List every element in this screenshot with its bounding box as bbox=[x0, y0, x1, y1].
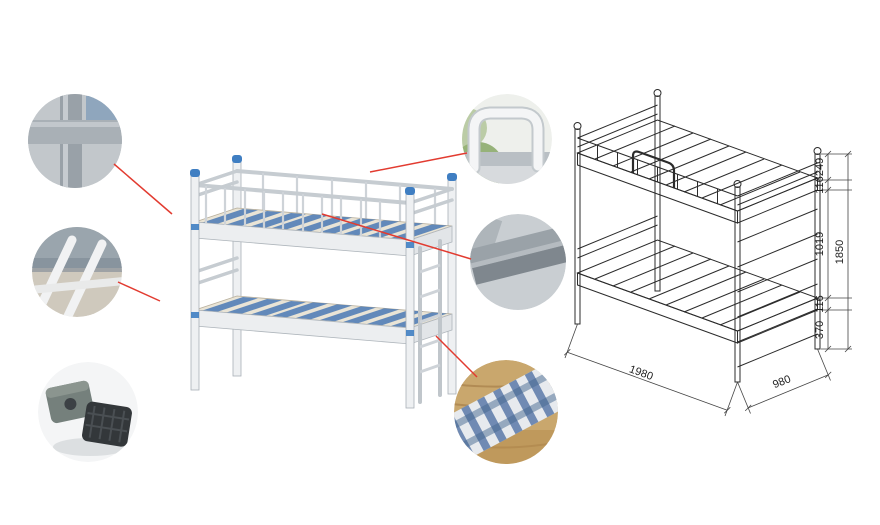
dim-overall-length: 1980 bbox=[627, 363, 654, 383]
drawing-upper-bunk bbox=[576, 119, 819, 224]
connector-line-bent-guardrail bbox=[369, 152, 468, 173]
dim-base-height: 370 bbox=[814, 321, 826, 339]
callout-corner-bracket-detail bbox=[470, 214, 566, 310]
bed-head-rails bbox=[193, 169, 239, 286]
callout-frame-joint-detail bbox=[28, 94, 122, 188]
dimension-lines-height bbox=[821, 150, 852, 353]
connector-line-frame-joint bbox=[113, 163, 173, 215]
dimension-lines-plan bbox=[564, 323, 832, 417]
callout-wood-slat-detail bbox=[454, 360, 558, 464]
callout-foot-pad-detail bbox=[38, 362, 138, 462]
drawing-ladder bbox=[737, 208, 818, 368]
dim-lower-frame-depth: 116 bbox=[814, 295, 826, 313]
technical-drawing: 249 116 1019 116 370 1850 1980 980 bbox=[564, 89, 852, 417]
bed-ladder bbox=[418, 239, 442, 404]
callout-end-rail-detail bbox=[32, 227, 122, 317]
dim-overall-width: 980 bbox=[771, 373, 793, 391]
dim-bunk-clearance: 1019 bbox=[814, 232, 826, 256]
connector-line-end-rail bbox=[117, 281, 161, 302]
foot-pad-hole bbox=[64, 397, 77, 410]
dim-upper-frame-depth: 116 bbox=[814, 176, 826, 194]
dim-overall-height: 1850 bbox=[834, 240, 846, 264]
connector-line-wood-slat bbox=[435, 335, 478, 378]
bed-foot-rails bbox=[408, 187, 454, 216]
drawing-lower-bunk bbox=[576, 239, 819, 344]
bed-front-guardrail bbox=[193, 183, 412, 238]
dim-post-top-to-deck: 249 bbox=[814, 158, 826, 176]
bed-post-caps bbox=[190, 155, 457, 336]
plaid-strap bbox=[454, 360, 558, 463]
bed-render bbox=[190, 155, 457, 409]
callout-bent-guardrail-detail bbox=[462, 94, 552, 184]
callout-connector-lines bbox=[113, 152, 478, 378]
connector-line-corner-bracket bbox=[321, 213, 472, 260]
drawing-guardrails bbox=[577, 104, 818, 259]
